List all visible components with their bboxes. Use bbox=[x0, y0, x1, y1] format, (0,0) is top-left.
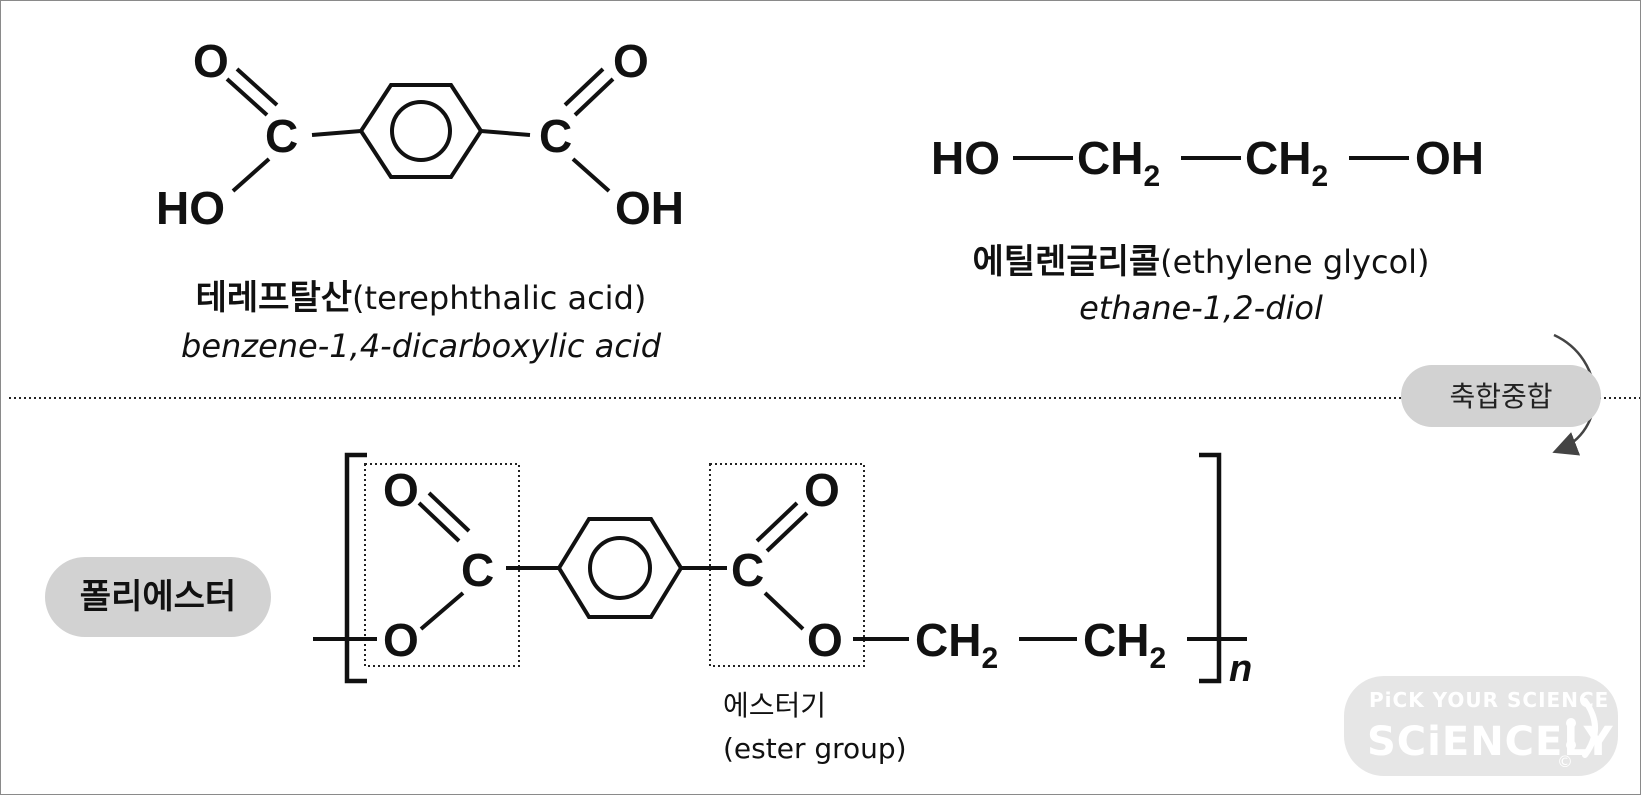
atom-o-right: O bbox=[807, 614, 843, 666]
glycol-name-ko: 에틸렌글리콜 bbox=[972, 242, 1160, 282]
watermark-dot-bottom bbox=[1566, 740, 1576, 750]
watermark-badge bbox=[1344, 676, 1618, 776]
terephthalic-name: 테레프탈산(terephthalic acid) bbox=[196, 278, 647, 318]
bond-ring-carbonyl-right bbox=[480, 129, 531, 137]
bond-double-poly-left-a bbox=[417, 501, 461, 543]
bond-double-left-b bbox=[235, 67, 279, 107]
atom-c-poly-left: C bbox=[461, 544, 494, 596]
bond-single-right bbox=[571, 157, 611, 193]
polyester-repeat-unit: O O C C O O CH2 CH2 n bbox=[313, 452, 1252, 690]
ester-box-left bbox=[364, 463, 520, 667]
atom-ho-left: HO bbox=[156, 182, 225, 234]
terephthalic-acid-structure: O C HO C O OH bbox=[156, 35, 684, 234]
bracket-right bbox=[1199, 452, 1222, 684]
watermark-dot-top bbox=[1566, 718, 1576, 728]
sciencely-watermark: PiCK YOUR SCIENCE SCiENCELY © bbox=[1344, 676, 1618, 776]
atom-o-carbonyl-left: O bbox=[383, 464, 419, 516]
bond-double-right-b bbox=[573, 77, 615, 117]
bond-double-poly-right-b bbox=[765, 511, 809, 553]
atom-ho-glycol: HO bbox=[931, 132, 1000, 184]
repeat-n: n bbox=[1229, 648, 1252, 690]
bond-ring-carbonyl-left bbox=[311, 129, 362, 137]
ester-note-ko: 에스터기 bbox=[723, 689, 826, 722]
bond-double-poly-right-a bbox=[755, 501, 799, 543]
terephthalic-iupac: benzene-1,4-dicarboxylic acid bbox=[181, 327, 662, 365]
bond-double-right-a bbox=[563, 67, 605, 107]
bond-single-poly-left bbox=[419, 591, 465, 631]
atom-o-carbonyl-right: O bbox=[804, 464, 840, 516]
atom-oh-right: OH bbox=[615, 182, 684, 234]
glycol-iupac: ethane-1,2-diol bbox=[1079, 289, 1323, 327]
terephthalic-name-ko: 테레프탈산 bbox=[196, 278, 352, 318]
ester-box-right bbox=[709, 463, 865, 667]
watermark-smile bbox=[1582, 698, 1598, 758]
bond-double-poly-left-b bbox=[427, 491, 471, 533]
atom-ch2-poly-b: CH2 bbox=[1083, 614, 1166, 675]
bond-double-left-a bbox=[225, 77, 269, 117]
ethylene-glycol-structure: HO CH2 CH2 OH bbox=[931, 132, 1484, 193]
ester-note-en: (ester group) bbox=[723, 732, 907, 765]
bracket-left bbox=[344, 452, 367, 684]
terephthalic-name-en: (terephthalic acid) bbox=[352, 279, 646, 317]
polyester-benzene-ring bbox=[556, 517, 684, 619]
watermark-line1: PiCK YOUR SCIENCE bbox=[1369, 688, 1609, 712]
atom-c-left: C bbox=[265, 110, 298, 162]
atom-ch2-a: CH2 bbox=[1077, 132, 1160, 193]
atom-c-poly-right: C bbox=[731, 544, 764, 596]
benzene-ring bbox=[358, 83, 484, 179]
glycol-name-en: (ethylene glycol) bbox=[1160, 243, 1429, 281]
bond-single-poly-right bbox=[763, 591, 805, 631]
atom-c-right: C bbox=[539, 110, 572, 162]
atom-ch2-b: CH2 bbox=[1245, 132, 1328, 193]
polyester-aromatic-circle bbox=[588, 536, 652, 600]
atom-o-top-right: O bbox=[613, 35, 649, 87]
watermark-line2: SCiENCELY bbox=[1367, 719, 1614, 765]
aromatic-circle bbox=[390, 100, 452, 162]
atom-o-top-left: O bbox=[193, 35, 229, 87]
polyester-pill bbox=[45, 557, 271, 637]
atom-o-left: O bbox=[383, 614, 419, 666]
atom-oh-glycol: OH bbox=[1415, 132, 1484, 184]
watermark-copyright: © bbox=[1557, 752, 1573, 771]
glycol-name: 에틸렌글리콜(ethylene glycol) bbox=[972, 242, 1429, 282]
reaction-pill bbox=[1401, 365, 1601, 427]
bond-single-left bbox=[231, 157, 271, 193]
reaction-label: 축합중합 bbox=[1449, 380, 1552, 413]
atom-ch2-poly-a: CH2 bbox=[915, 614, 998, 675]
polyester-label: 폴리에스터 bbox=[80, 577, 236, 617]
